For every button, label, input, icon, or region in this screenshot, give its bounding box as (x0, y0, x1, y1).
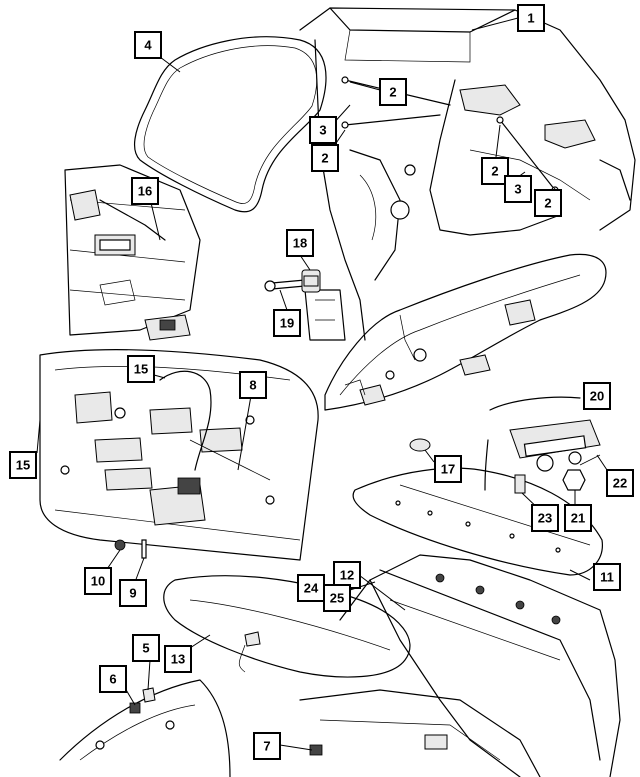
callout-16-label: 16 (138, 184, 152, 199)
liftgate-outer-drawing (324, 253, 607, 411)
callout-7: 7 (253, 732, 281, 760)
callout-10: 10 (84, 567, 112, 595)
callout-18-label: 18 (293, 236, 307, 251)
callout-2-mid-label: 2 (321, 151, 328, 166)
callout-20: 20 (583, 382, 611, 410)
callout-1: 1 (517, 4, 545, 32)
callout-25: 25 (323, 584, 351, 612)
callout-2-right: 2 (481, 157, 509, 185)
callout-18: 18 (286, 229, 314, 257)
callout-15-upper: 15 (127, 355, 155, 383)
liftgate-inner-drawing (39, 348, 319, 561)
callout-21-label: 21 (571, 511, 585, 526)
vehicle-body-drawing (299, 7, 636, 341)
callout-3-right: 3 (504, 175, 532, 203)
callout-16: 16 (131, 177, 159, 205)
callout-7-label: 7 (263, 739, 270, 754)
callout-15-left: 15 (9, 451, 37, 479)
callout-3-left-label: 3 (319, 123, 326, 138)
callout-11: 11 (593, 563, 621, 591)
callout-3-right-label: 3 (514, 182, 521, 197)
callout-3-left: 3 (309, 116, 337, 144)
callout-6-label: 6 (109, 672, 116, 687)
callout-15-upper-label: 15 (134, 362, 148, 377)
callout-2-lower-right-label: 2 (544, 196, 551, 211)
spoiler-drawing (352, 467, 603, 576)
callout-17-label: 17 (441, 462, 455, 477)
callout-2-lower-right: 2 (534, 189, 562, 217)
callout-22: 22 (606, 469, 634, 497)
hinge-assembly-drawing (484, 396, 601, 494)
callout-6: 6 (99, 665, 127, 693)
liftgate-glass-drawing (299, 554, 621, 777)
callout-5: 5 (132, 634, 160, 662)
callout-23: 23 (531, 504, 559, 532)
callout-9-label: 9 (129, 586, 136, 601)
lower-left-detail-drawing (59, 679, 231, 777)
callout-8-label: 8 (249, 378, 256, 393)
callout-12-label: 12 (340, 568, 354, 583)
callout-17: 17 (434, 455, 462, 483)
latch-detail-drawing (64, 164, 201, 341)
callout-25-label: 25 (330, 591, 344, 606)
callout-21: 21 (564, 504, 592, 532)
callout-4-label: 4 (144, 38, 152, 53)
callout-19-label: 19 (280, 316, 294, 331)
weatherstrip-seal-drawing (133, 36, 327, 213)
callout-23-label: 23 (538, 511, 552, 526)
callout-2-right-label: 2 (491, 164, 498, 179)
callout-1-label: 1 (527, 11, 534, 26)
callout-8: 8 (239, 371, 267, 399)
callout-12: 12 (333, 561, 361, 589)
applique-drawing (163, 575, 411, 678)
callout-11-label: 11 (600, 570, 614, 585)
callout-24: 24 (297, 574, 325, 602)
callout-15-left-label: 15 (16, 458, 30, 473)
callout-5-label: 5 (142, 641, 149, 656)
callout-2-mid: 2 (311, 144, 339, 172)
grommet-drawing (409, 438, 431, 452)
callout-2-upper-label: 2 (389, 85, 396, 100)
callout-19: 19 (273, 309, 301, 337)
callout-10-label: 10 (91, 574, 105, 589)
callout-20-label: 20 (590, 389, 604, 404)
callout-2-upper: 2 (379, 78, 407, 106)
callout-4: 4 (134, 31, 162, 59)
callout-13-label: 13 (171, 652, 185, 667)
callout-13: 13 (164, 645, 192, 673)
callout-9: 9 (119, 579, 147, 607)
callout-24-label: 24 (304, 581, 319, 596)
callout-22-label: 22 (613, 476, 627, 491)
bolt-bushing-drawing (264, 269, 321, 293)
